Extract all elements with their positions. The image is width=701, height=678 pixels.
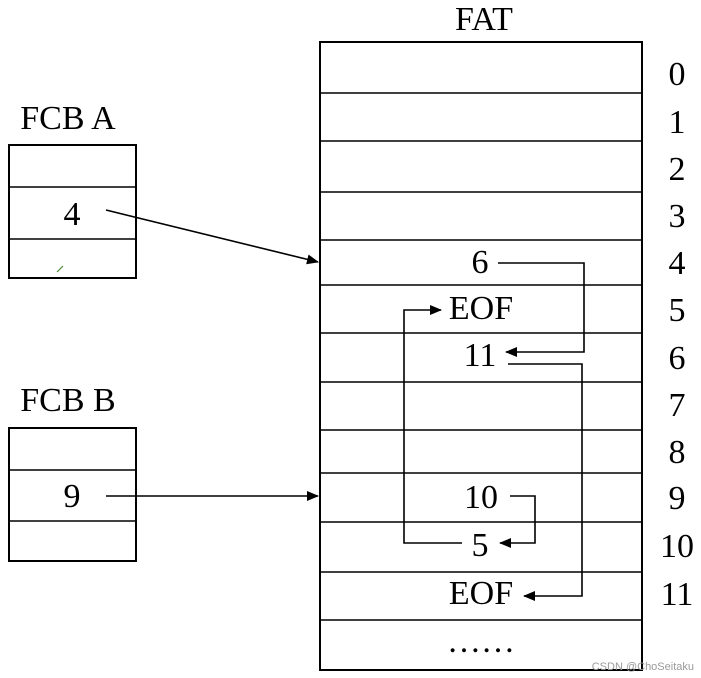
row-index-9: 9 [669,480,686,517]
fcb-a-value: 4 [64,196,81,233]
row-index-5: 5 [669,292,686,329]
fat-ellipsis: …… [447,623,515,660]
row-index-6: 6 [669,340,686,377]
fcb-b-title: FCB B [20,382,115,419]
row-index-0: 0 [669,56,686,93]
fat-entry-11: EOF [449,575,513,612]
fcb-a-table [8,144,137,279]
row-index-11: 11 [661,576,694,613]
row-index-4: 4 [669,245,686,282]
fcb-a-title: FCB A [20,100,116,137]
fat-entry-10: 5 [472,527,489,564]
fat-entry-9: 10 [464,479,498,516]
fcb-a-pointer-arrow [105,209,319,265]
watermark: CSDN @ChoSeitaku [592,661,694,673]
fat-entry-5: EOF [449,290,513,327]
chain-a-arrow-6-to-11 [508,363,583,601]
row-index-10: 10 [660,528,694,565]
row-index-8: 8 [669,434,686,471]
row-index-3: 3 [669,198,686,235]
fat-entry-4: 6 [472,244,489,281]
fat-entry-6: 11 [464,337,497,374]
fat-row-indices: 0 1 2 3 4 5 6 7 8 9 10 11 [660,56,694,613]
fcb-b-value: 9 [64,478,81,515]
fat-title: FAT [455,1,513,38]
row-index-7: 7 [669,387,686,424]
chain-b-arrow-10-to-5 [403,305,462,544]
row-index-1: 1 [669,104,686,141]
chain-b-arrow-9-to-10 [499,495,536,548]
chain-a-arrow-4-to-6 [498,262,585,357]
tiny-pencil-mark [56,265,64,273]
fcb-b-table [8,427,137,562]
row-index-2: 2 [669,151,686,188]
fat-table [319,41,643,671]
fat-table-border [319,41,643,671]
